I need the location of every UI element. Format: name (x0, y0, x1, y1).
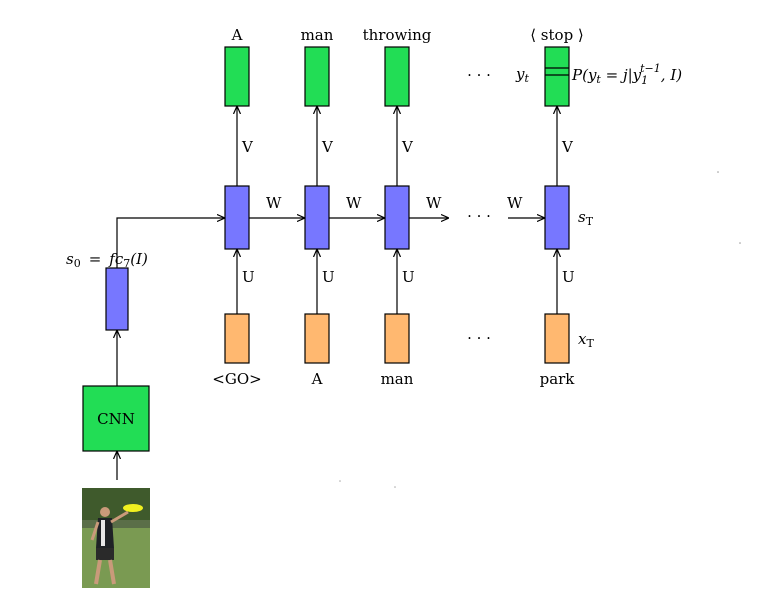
speck (394, 486, 396, 488)
output-word-1: A (231, 26, 243, 44)
s0-box (105, 267, 129, 331)
hidden-box-T (544, 185, 570, 250)
input-box-T (544, 313, 570, 364)
hidden-box-3 (384, 185, 410, 250)
v-label-3: V (401, 138, 414, 156)
output-box-2 (304, 46, 330, 107)
input-box-2 (304, 313, 330, 364)
frisbee-player-photo (82, 488, 150, 588)
s0-equation-label: s0=fc7(I) (66, 250, 148, 270)
input-word-2: A (311, 370, 323, 388)
s0-to-hidden-arrow (116, 218, 224, 268)
input-word-go: <GO> (212, 370, 261, 388)
output-word-3: throwing (363, 26, 432, 44)
input-box-1 (224, 313, 250, 364)
u-label-3: U (402, 268, 415, 286)
hidden-box-2 (304, 185, 330, 250)
v-label-T: V (561, 138, 574, 156)
cnn-label: CNN (97, 410, 135, 428)
input-ellipsis: · · · (467, 329, 491, 347)
u-label-2: U (322, 268, 335, 286)
w-label-2: W (346, 194, 362, 212)
output-word-stop: ⟨ stop ⟩ (530, 26, 584, 44)
output-box-3 (384, 46, 410, 107)
hidden-box-1 (224, 185, 250, 250)
output-box-1 (224, 46, 250, 107)
yt-label: yt (515, 65, 529, 85)
xT-label: xT (578, 330, 594, 350)
probability-label: P(yt = j|y1t−1, I) (571, 62, 682, 87)
v-label-2: V (321, 138, 334, 156)
sT-label: sT (578, 208, 594, 228)
v-label-1: V (241, 138, 254, 156)
w-label-T: W (507, 194, 523, 212)
hidden-ellipsis: · · · (467, 207, 491, 225)
speck (739, 242, 741, 244)
w-label-3: W (426, 194, 442, 212)
input-word-park: park (540, 370, 576, 388)
output-ellipsis: · · · (467, 66, 491, 84)
output-box-T (544, 46, 570, 107)
u-label-T: U (562, 268, 575, 286)
w-label-1: W (266, 194, 282, 212)
input-word-3: man (381, 370, 414, 388)
u-label-1: U (242, 268, 255, 286)
speck (339, 480, 341, 482)
input-box-3 (384, 313, 410, 364)
output-word-2: man (301, 26, 334, 44)
speck (717, 171, 719, 173)
